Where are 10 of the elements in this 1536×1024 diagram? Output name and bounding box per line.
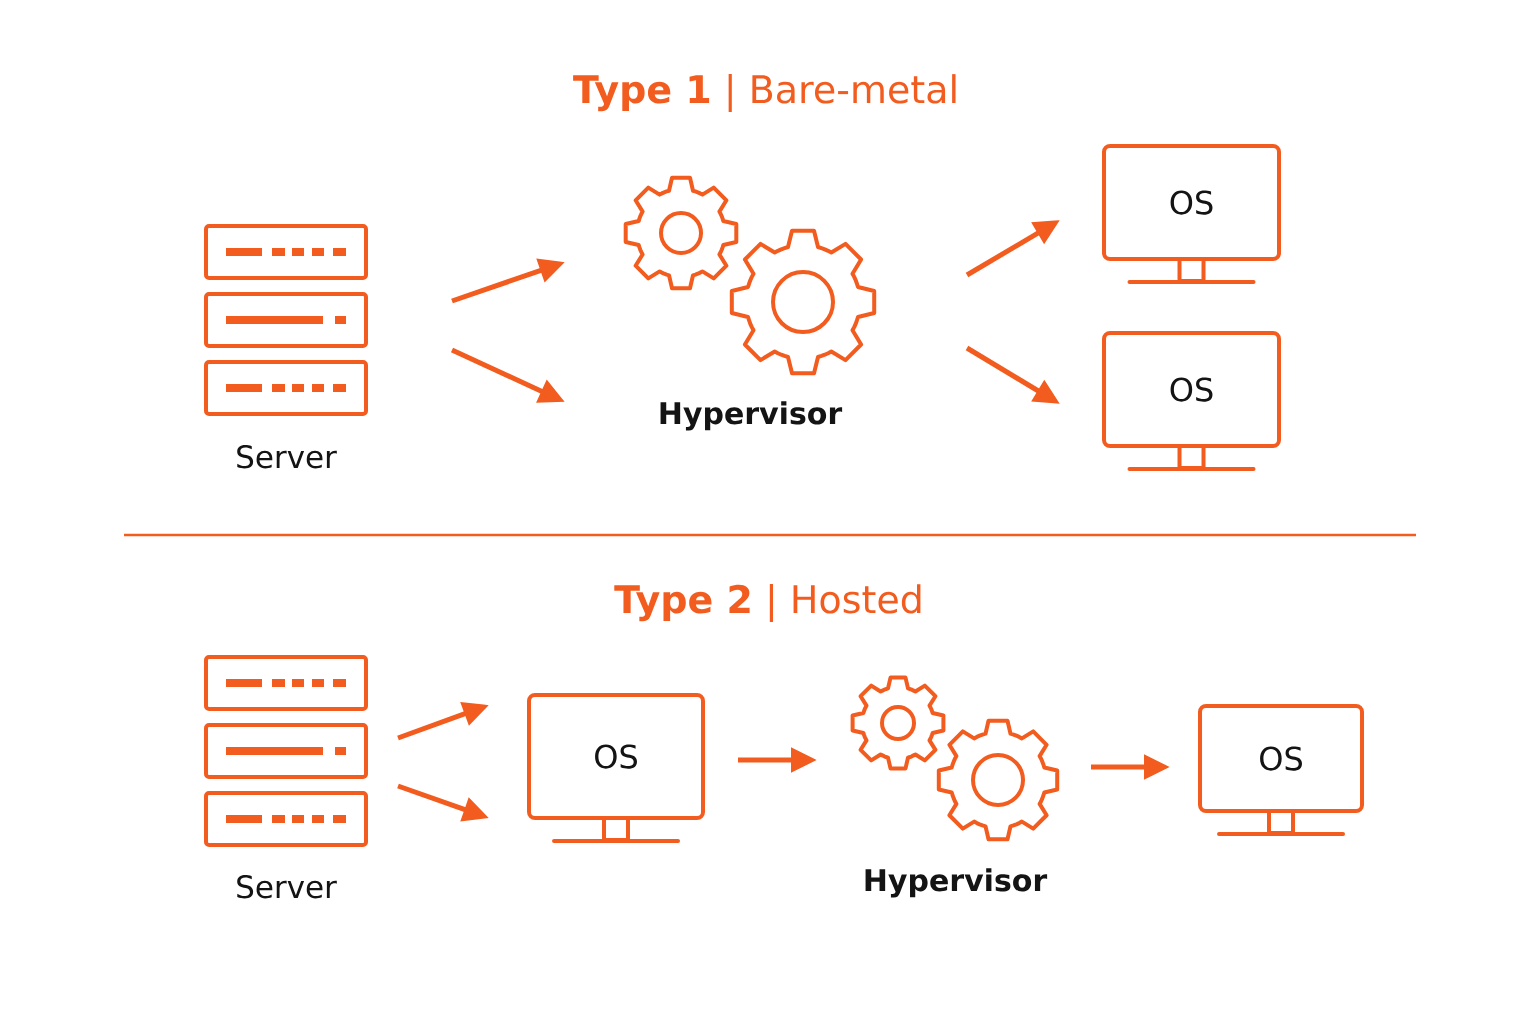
- monitor-screen: OS: [527, 693, 705, 820]
- monitor-screen: OS: [1102, 144, 1281, 261]
- node-label: Hypervisor: [660, 401, 843, 431]
- monitor-screen: OS: [1198, 704, 1364, 813]
- section-title: Type 2 | Hosted: [614, 584, 921, 622]
- node-label: Server: [237, 875, 337, 899]
- monitor-screen: OS: [1102, 331, 1281, 448]
- section-title: Type 1 | Bare-metal: [573, 74, 956, 112]
- node-label: Server: [237, 445, 337, 469]
- node-label: Hypervisor: [865, 868, 1048, 898]
